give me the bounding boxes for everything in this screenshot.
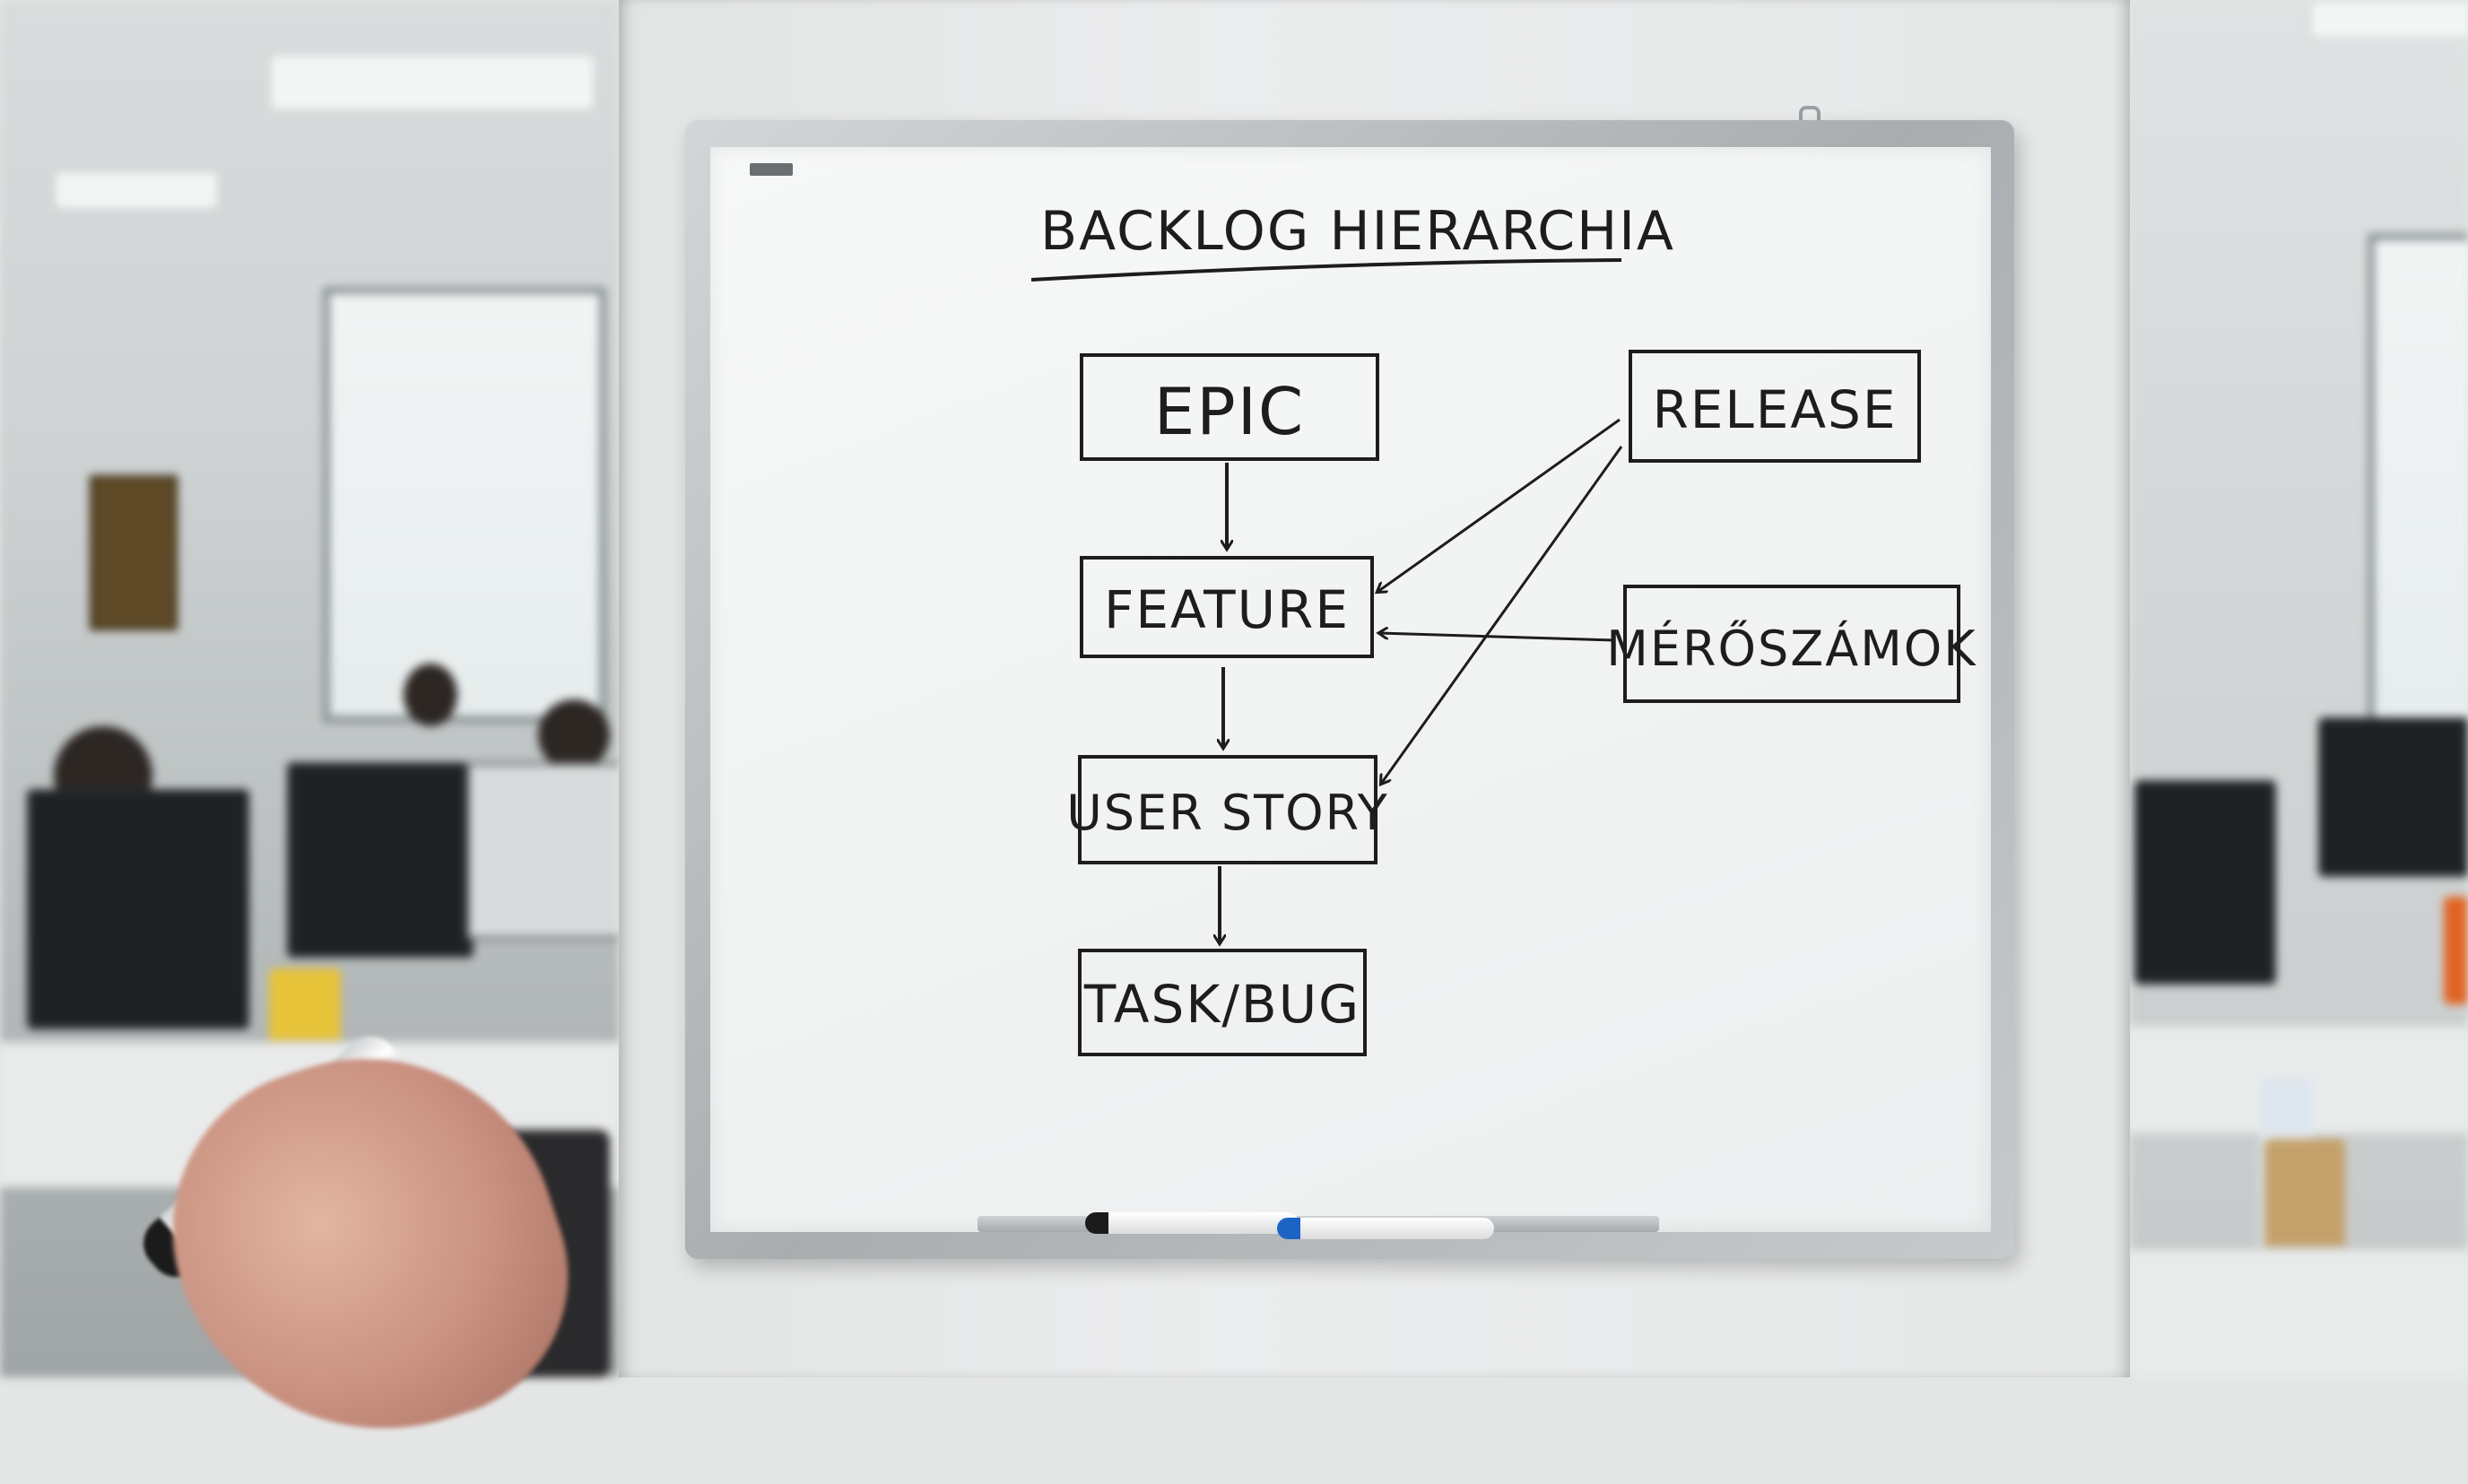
blue-marker[interactable]	[1277, 1218, 1494, 1239]
arrow-release-to-feature	[1377, 418, 1621, 592]
black-marker[interactable]	[1085, 1212, 1299, 1234]
desk-cup	[269, 968, 341, 1049]
brand-sticker	[750, 163, 793, 176]
board-title: BACKLOG HIERARCHIA	[1040, 200, 1675, 263]
office-monitor	[287, 762, 474, 958]
merszamok-box	[1623, 585, 1960, 703]
task-bug-box	[1078, 949, 1367, 1056]
office-monitor	[2134, 780, 2276, 985]
user-story-box	[1078, 755, 1377, 864]
epic-box	[1080, 353, 1379, 461]
wall-picture	[90, 475, 178, 630]
task-bug-label: TASK/BUG	[1083, 974, 1360, 1035]
arrow-merszamok-to-feature	[1379, 633, 1615, 642]
office-background-right	[2130, 0, 2468, 1377]
office-window	[2368, 233, 2468, 750]
release-label: RELEASE	[1652, 379, 1897, 440]
desk-bottle	[2444, 897, 2468, 1004]
backlog-diagram: BACKLOG HIERARCHIA EPIC FEATURE USER STO…	[1030, 200, 1977, 1056]
title-underline	[1030, 258, 1622, 282]
merszamok-label: MÉRŐSZÁMOK	[1606, 621, 1977, 677]
arrow-release-to-user-story	[1381, 446, 1623, 784]
office-background-left	[0, 0, 619, 1377]
feature-box	[1080, 556, 1374, 658]
user-story-label: USER STORY	[1066, 785, 1388, 841]
ceiling-light	[54, 170, 219, 210]
office-window	[323, 287, 606, 723]
ceiling-light	[269, 54, 595, 111]
office-monitor	[466, 762, 619, 940]
feature-label: FEATURE	[1104, 579, 1350, 640]
person-head	[538, 699, 610, 771]
office-desk	[2130, 1246, 2468, 1377]
epic-label: EPIC	[1154, 374, 1305, 449]
office-monitor	[2318, 717, 2468, 877]
office-monitor	[27, 789, 249, 1029]
person-head	[404, 664, 457, 726]
release-box	[1629, 350, 1921, 463]
whiteboard-surface	[710, 147, 1991, 1232]
ceiling-light	[2309, 0, 2468, 39]
